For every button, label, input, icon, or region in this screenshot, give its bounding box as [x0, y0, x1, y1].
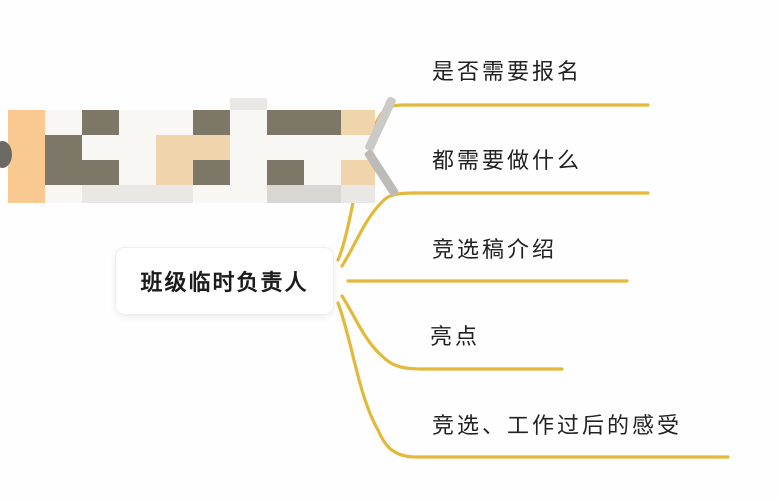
mosaic-cell — [45, 160, 82, 185]
mosaic-cell — [8, 160, 45, 185]
mosaic-cell — [193, 160, 230, 185]
mosaic-cell — [82, 135, 119, 160]
mosaic-cell — [156, 160, 193, 185]
branch-node-2[interactable]: 都需要做什么 — [432, 148, 583, 173]
mosaic-cell — [82, 185, 119, 203]
mosaic-cell — [267, 160, 304, 185]
mosaic-cell — [304, 160, 341, 185]
mosaic-cell — [304, 135, 341, 160]
mosaic-cell — [156, 185, 193, 203]
mosaic-cell — [230, 160, 267, 185]
pencil-tip-icon — [0, 141, 12, 168]
mosaic-cell — [230, 98, 267, 110]
mosaic-cell — [341, 110, 375, 135]
mosaic-cell — [304, 185, 341, 203]
mosaic-cell — [156, 135, 193, 160]
branch-2-connector — [340, 191, 650, 268]
mosaic-cell — [82, 110, 119, 135]
branch-node-5[interactable]: 竞选、工作过后的感受 — [432, 413, 683, 438]
mosaic-cell — [82, 160, 119, 185]
mosaic-cell — [230, 110, 267, 135]
branch-node-4[interactable]: 亮点 — [430, 324, 481, 349]
mosaic-cell — [267, 135, 304, 160]
mosaic-cell — [8, 110, 45, 135]
mosaic-cell — [304, 110, 341, 135]
mosaic-cell — [45, 185, 82, 203]
mosaic-cell — [193, 135, 230, 160]
mosaic-cell — [119, 185, 156, 203]
branch-5-connector — [336, 301, 730, 459]
mosaic-cell — [341, 185, 375, 203]
mosaic-cell — [8, 135, 45, 160]
mosaic-cell — [341, 160, 375, 185]
mosaic-cell — [119, 110, 156, 135]
mosaic-cell — [230, 135, 267, 160]
mosaic-cell — [267, 185, 304, 203]
mosaic-cell — [230, 185, 267, 203]
branch-4-connector — [340, 294, 564, 371]
mosaic-cell — [119, 135, 156, 160]
branch-node-3[interactable]: 竞选稿介绍 — [432, 237, 558, 262]
branch-node-1[interactable]: 是否需要报名 — [432, 59, 583, 84]
root-node-label: 班级临时负责人 — [140, 270, 309, 295]
mosaic-cell — [8, 185, 45, 203]
mosaic-cell — [193, 185, 230, 203]
root-node[interactable]: 班级临时负责人 — [115, 247, 334, 315]
mosaic-cell — [45, 135, 82, 160]
mosaic-cell — [45, 110, 82, 135]
mosaic-cell — [267, 110, 304, 135]
mosaic-cell — [119, 160, 156, 185]
mosaic-cell — [193, 110, 230, 135]
mosaic-cell — [156, 110, 193, 135]
